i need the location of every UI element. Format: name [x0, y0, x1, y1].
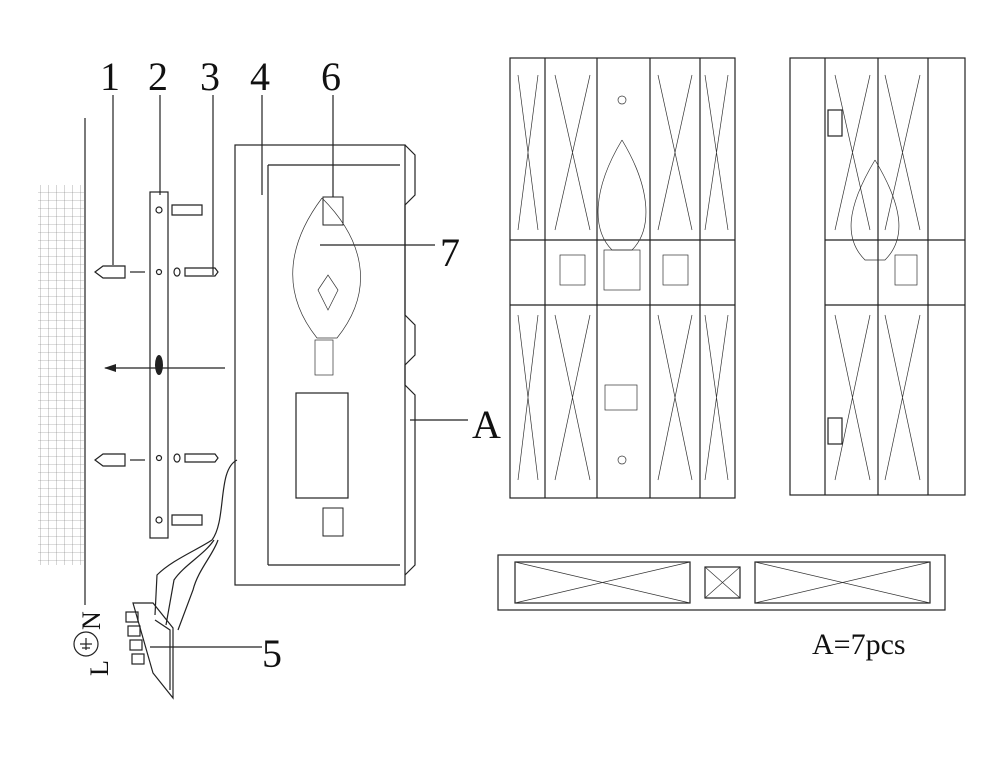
neutral-label: N	[77, 611, 106, 630]
front-view	[509, 57, 736, 499]
terminal-block	[125, 602, 174, 700]
ground-icon	[73, 631, 99, 657]
wiring-labels: N L	[73, 611, 114, 676]
wires	[154, 539, 219, 631]
callout-1: 1	[100, 54, 120, 99]
crystal-bar-part-A	[497, 554, 946, 611]
callout-5: 5	[262, 631, 282, 676]
wall-anchors	[94, 265, 145, 467]
side-view	[789, 57, 966, 496]
live-label: L	[85, 660, 114, 676]
callout-7: 7	[440, 230, 460, 275]
screws	[171, 204, 219, 526]
quantity-note: A=7pcs	[812, 628, 906, 661]
lamp-housing	[211, 144, 416, 586]
callout-2: 2	[148, 54, 168, 99]
callout-6: 6	[321, 54, 341, 99]
arrow-head	[104, 364, 116, 372]
wall-hatch	[38, 185, 84, 565]
callout-A: A	[472, 402, 501, 447]
callout-3: 3	[200, 54, 220, 99]
callout-4: 4	[250, 54, 270, 99]
candle-bulb	[292, 197, 361, 376]
mounting-bracket	[149, 191, 169, 539]
